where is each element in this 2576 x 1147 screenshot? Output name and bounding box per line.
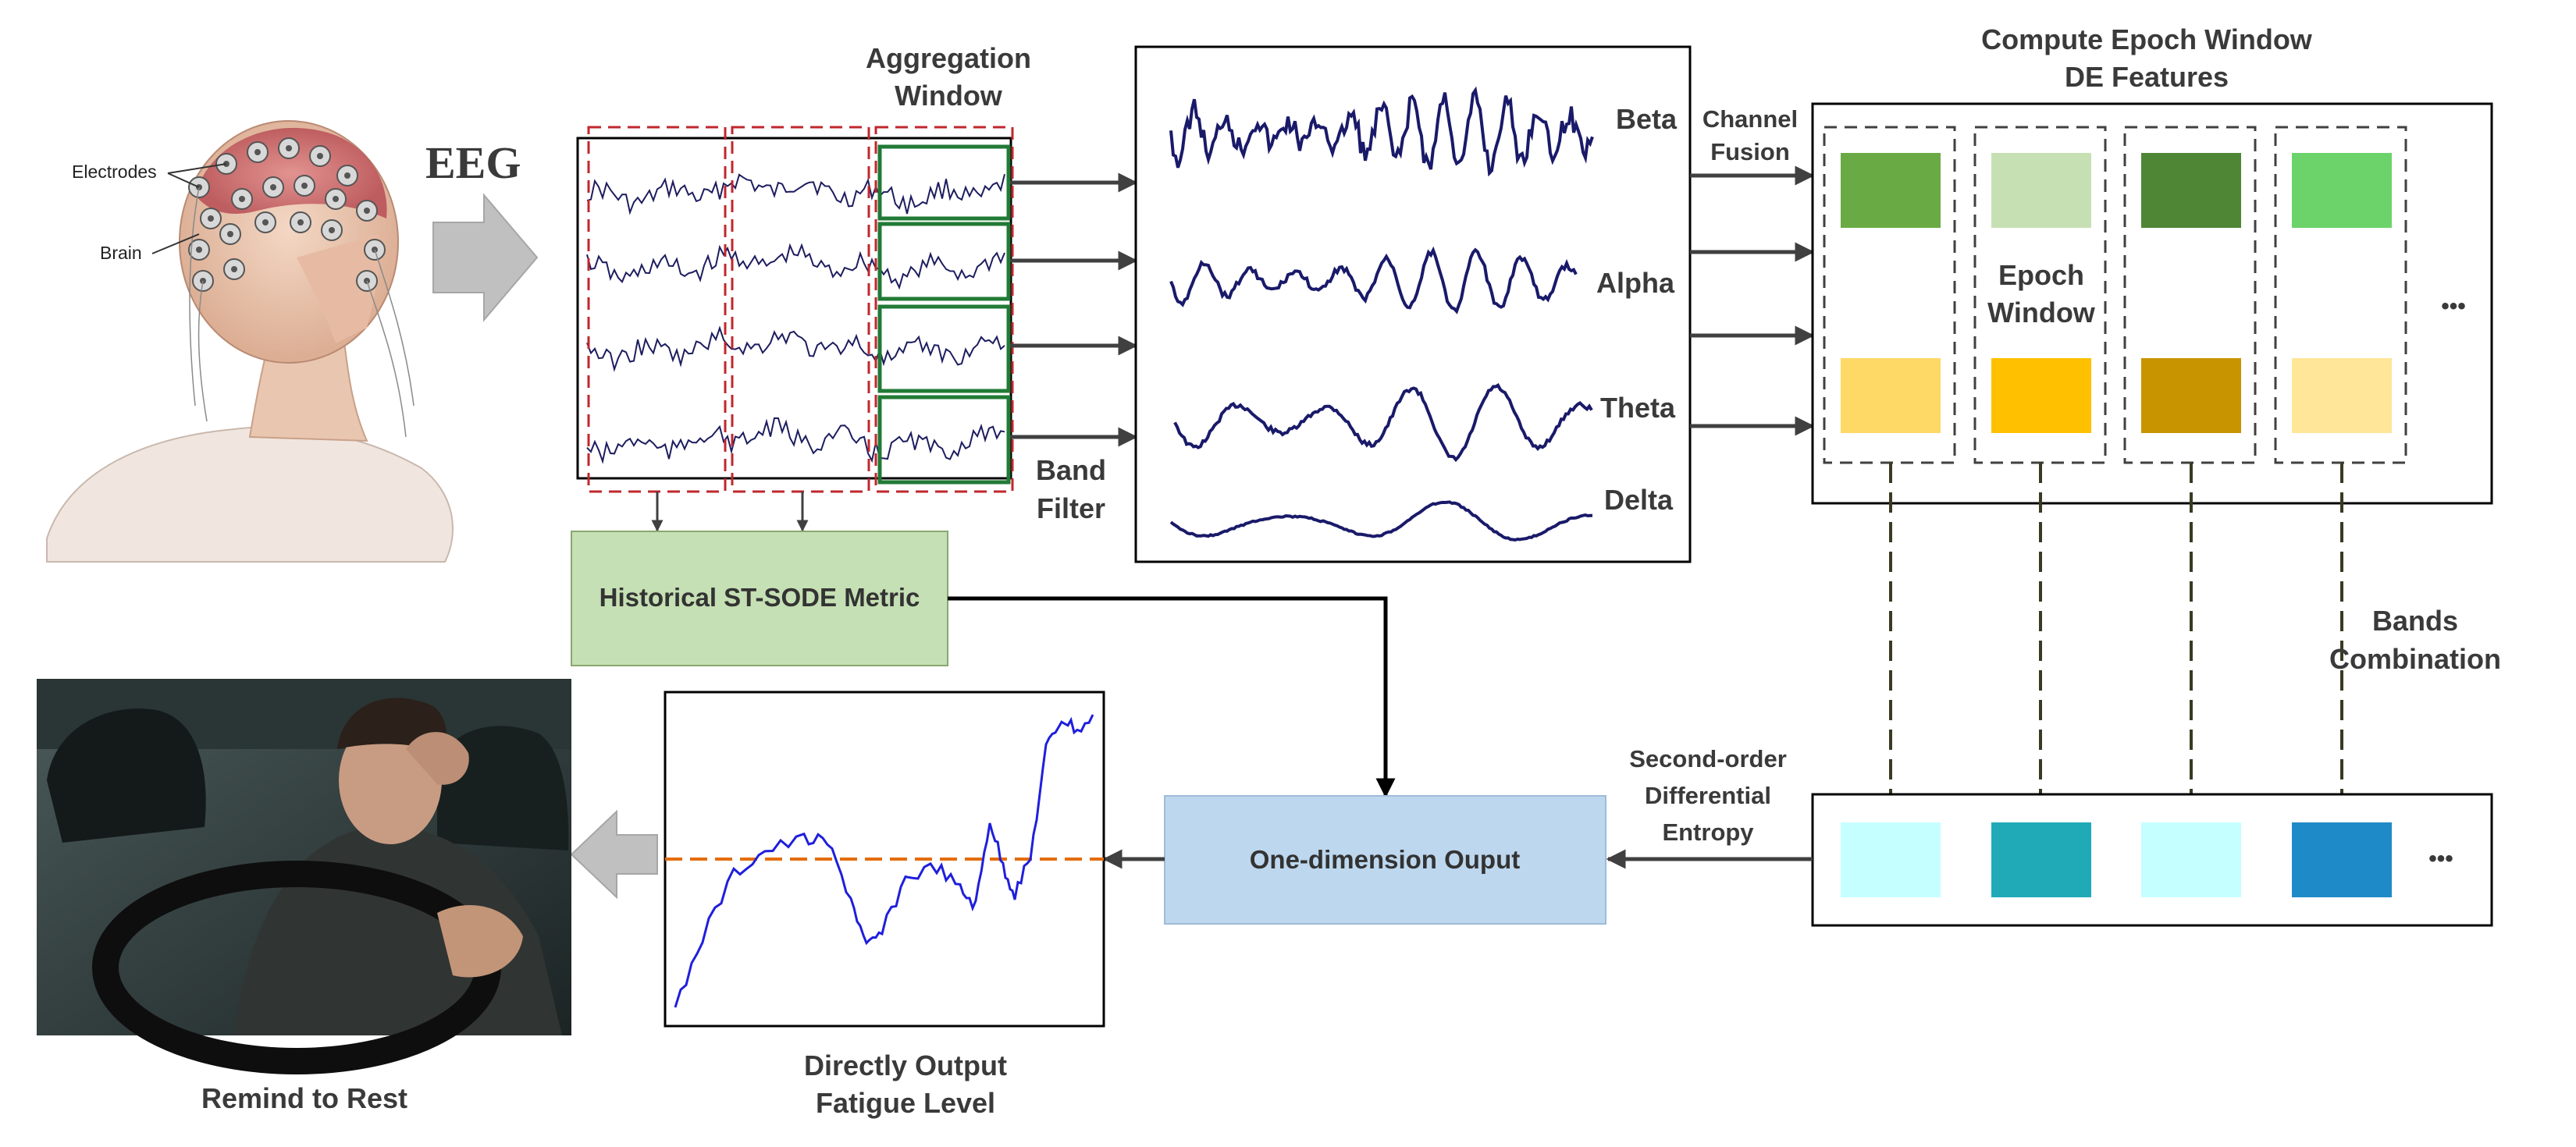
raw-eeg-trace	[586, 243, 1005, 290]
electrodes-label: Electrodes	[72, 162, 157, 182]
combined-ellipsis: •••	[2428, 846, 2453, 872]
band-filter-line2: Filter	[1037, 492, 1105, 524]
second-order-line3: Entropy	[1662, 819, 1754, 846]
historical-metric-label: Historical ST-SODE Metric	[600, 583, 920, 612]
one-dimension-output-label: One-dimension Ouput	[1250, 845, 1520, 874]
eeg-flow-arrow	[432, 193, 539, 322]
fatigue-label-line1: Directly Output	[804, 1049, 1007, 1081]
aggregation-title-line1: Aggregation	[866, 42, 1031, 74]
band-label-alpha: Alpha	[1596, 267, 1675, 299]
raw-eeg-traces	[586, 173, 1005, 464]
combined-cell	[1841, 822, 1941, 897]
epoch-features-title-line2: DE Features	[2065, 61, 2229, 93]
raw-eeg-trace	[586, 417, 1005, 464]
second-order-line2: Differential	[1645, 782, 1771, 809]
band-waves	[1169, 86, 1594, 542]
epoch-window-label-line2: Window	[1987, 297, 2096, 328]
epoch-cell-bottom	[2141, 358, 2241, 433]
band-wave	[1169, 86, 1594, 177]
epoch-cell-top	[1841, 153, 1941, 228]
bands-combination-line1: Bands	[2372, 605, 2458, 637]
epoch-features-title-line1: Compute Epoch Window	[1981, 23, 2313, 55]
combined-cell	[2292, 822, 2392, 897]
bands-combination-line2: Combination	[2329, 643, 2501, 675]
epoch-cell-bottom	[1841, 358, 1941, 433]
fatigue-label-line2: Fatigue Level	[816, 1087, 995, 1119]
channel-window-4	[877, 395, 1011, 485]
epoch-cell-top	[2141, 153, 2241, 228]
band-wave	[1169, 500, 1593, 542]
combined-cell	[1991, 822, 2091, 897]
channel-window-2	[877, 222, 1011, 301]
band-label-beta: Beta	[1616, 103, 1678, 135]
channel-fusion-line2: Fusion	[1710, 138, 1790, 165]
band-wave	[1173, 383, 1593, 463]
epoch-ellipsis: •••	[2441, 293, 2466, 319]
eeg-title: EEG	[425, 137, 521, 188]
epoch-window-label-line1: Epoch	[1998, 259, 2084, 291]
band-wave	[1169, 246, 1578, 314]
epoch-cell-bottom	[1991, 358, 2091, 433]
rest-flow-arrow	[570, 809, 658, 900]
epoch-cell-top	[2292, 153, 2392, 228]
combined-cell	[2141, 822, 2241, 897]
epoch-cell-bottom	[2292, 358, 2392, 433]
epoch-cells	[1841, 153, 2392, 433]
raw-eeg-trace	[586, 325, 1005, 372]
second-order-line1: Second-order	[1629, 745, 1787, 772]
tired-driver-photo	[37, 679, 571, 1074]
channel-window-1	[877, 144, 1011, 221]
fatigue-curve	[674, 714, 1094, 1008]
remind-to-rest-label: Remind to Rest	[201, 1082, 407, 1114]
raw-eeg-trace	[586, 173, 1005, 215]
arrow-historical-to-output	[948, 596, 1396, 798]
band-filter-line1: Band	[1036, 454, 1106, 486]
band-label-delta: Delta	[1604, 484, 1674, 516]
channel-fusion-line1: Channel	[1703, 105, 1798, 133]
brain-label: Brain	[100, 243, 142, 263]
bands-combination-arrows	[1880, 463, 2353, 822]
eeg-head-illustration	[46, 120, 454, 563]
channel-window-3	[877, 304, 1011, 393]
band-label-theta: Theta	[1600, 392, 1676, 424]
aggregation-window-2	[731, 126, 870, 493]
aggregation-window-3	[874, 126, 1014, 493]
combined-cells	[1841, 822, 2392, 897]
epoch-cell-top	[1991, 153, 2091, 228]
aggregation-title-line2: Window	[895, 80, 1003, 112]
